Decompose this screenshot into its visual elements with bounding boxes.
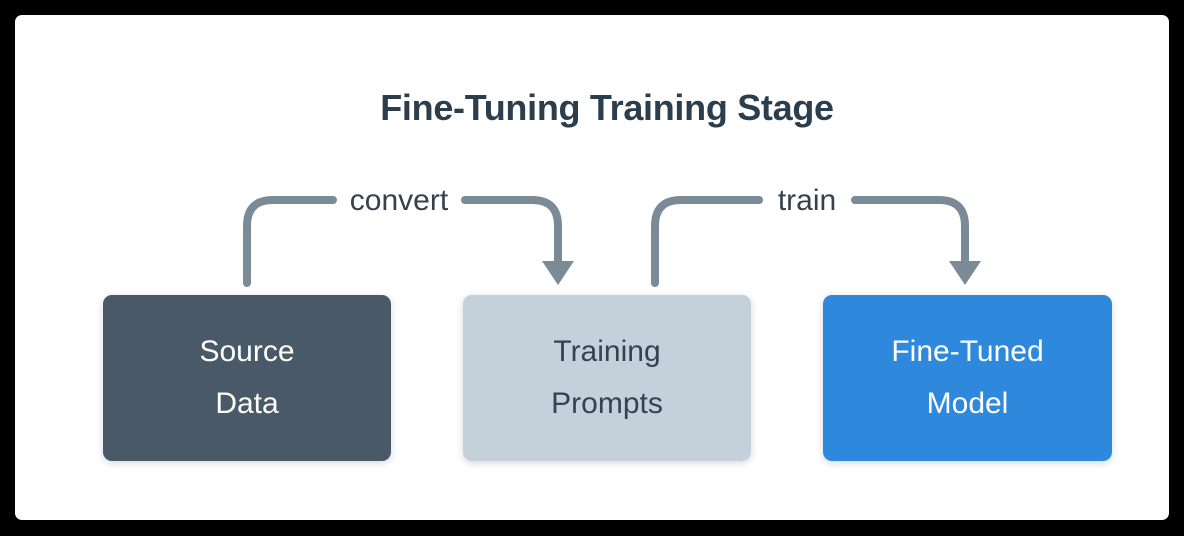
convert-arrow-left-segment xyxy=(243,196,337,287)
convert-arrow-label: convert xyxy=(349,184,449,217)
node-training-prompts: Training Prompts xyxy=(463,295,751,461)
train-arrow-left-segment xyxy=(651,196,763,287)
convert-arrow-right-segment xyxy=(461,196,562,266)
train-arrow-right-segment xyxy=(851,196,969,266)
node-label-line: Model xyxy=(926,387,1009,420)
node-label-line: Training xyxy=(553,335,661,368)
node-label-line: Prompts xyxy=(551,387,663,420)
convert-arrowhead-icon xyxy=(542,261,574,285)
node-source-data: Source Data xyxy=(103,295,391,461)
train-arrow-label: train xyxy=(777,184,837,217)
node-fine-tuned-model: Fine-Tuned Model xyxy=(823,295,1112,461)
diagram-card: Fine-Tuning Training Stage convert train… xyxy=(15,15,1169,520)
train-arrowhead-icon xyxy=(949,261,981,285)
node-label-line: Source xyxy=(199,335,295,368)
node-label-line: Data xyxy=(215,387,279,420)
node-label-line: Fine-Tuned xyxy=(891,335,1044,368)
diagram-title: Fine-Tuning Training Stage xyxy=(380,87,834,128)
